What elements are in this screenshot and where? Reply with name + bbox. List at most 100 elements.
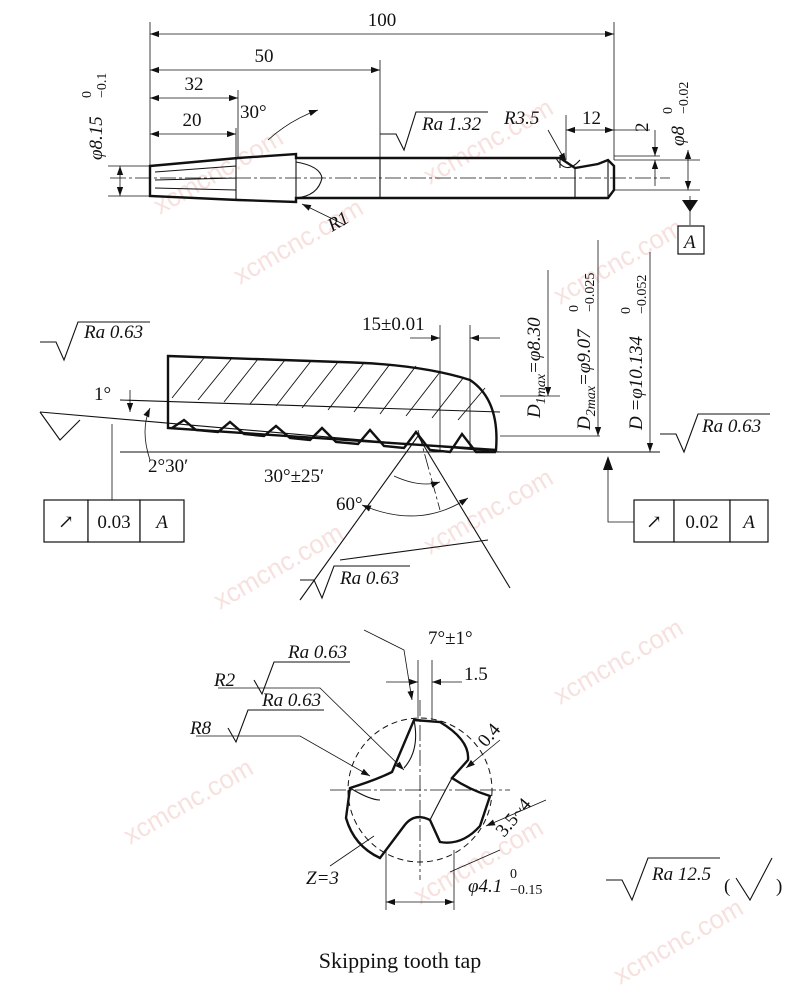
dim-20: 20: [183, 110, 202, 131]
watermark-text: xcmcnc.com: [418, 462, 558, 560]
watermark-text: xcmcnc.com: [608, 892, 748, 990]
teeth-count: Z=3: [306, 868, 339, 889]
dim-angle-7: 7°±1°: [428, 628, 473, 649]
flank-centerline: [417, 429, 441, 511]
leader-r3-5: [547, 129, 567, 163]
radius-r8: R8: [189, 718, 212, 739]
angle-2-30: 2°30′: [148, 456, 188, 477]
leader-r1: [301, 203, 346, 226]
flute-lines: [154, 158, 297, 200]
leader-r2: [218, 687, 405, 771]
watermark-text: xcmcnc.com: [118, 752, 258, 850]
flute-runout: [295, 161, 323, 199]
d-major-tol-up: 0: [619, 307, 634, 314]
angle-1-ref: [119, 399, 501, 413]
paren-close: ): [776, 876, 782, 897]
dim-0-4: 0.4: [474, 719, 506, 751]
d1-sub: 1max: [534, 373, 549, 404]
dim-dia-main-tol-up: 0: [80, 91, 95, 98]
watermark-text: xcmcnc.com: [418, 92, 558, 190]
dim-dia-main-group: φ8.15 0 −0.1: [80, 73, 110, 160]
angle-half: 30°±25′: [264, 466, 324, 487]
flute-inner-curves: [349, 719, 453, 821]
dim-angle-2-30-arc: [143, 407, 151, 461]
leader-r8: [196, 735, 371, 777]
flank-line-left: [299, 435, 419, 601]
dim-dia-shank-tol-up: 0: [661, 107, 676, 114]
section-hatching: [171, 357, 486, 421]
extension-lines: [108, 22, 700, 197]
d-major-tol-low: −0.052: [635, 275, 650, 314]
general-roughness: Ra 12.5 ( ): [606, 857, 782, 902]
fcf-right-leader: [607, 458, 634, 523]
groove-arc: [555, 157, 581, 169]
dim-dia-shank-group: φ8 0 −0.02: [661, 82, 692, 146]
dim-pitch: 15±0.01: [362, 314, 425, 335]
dim-2: 2: [632, 123, 653, 133]
svg-text:D2max=φ9.07: D2max=φ9.07: [574, 328, 599, 431]
dim-core: φ4.1: [468, 876, 502, 897]
leader-core: [449, 849, 501, 873]
fcf-right-datum: A: [741, 512, 755, 533]
angle-60: 60°: [336, 494, 363, 515]
dim-1-5: 1.5: [464, 664, 488, 685]
d2-main: D: [574, 416, 595, 431]
fcf-left: ↗ 0.03 A: [43, 499, 185, 543]
watermark-text: xcmcnc.com: [228, 192, 368, 290]
check-mark-icon: [735, 857, 773, 902]
roughness-right: Ra 0.63: [701, 416, 761, 437]
fcf-right: ↗ 0.02 A: [633, 499, 769, 543]
fcf-right-arrow-icon: [603, 456, 613, 470]
fcf-left-datum: A: [154, 512, 168, 533]
dim-core-tol-up: 0: [510, 867, 517, 882]
fcf-right-value: 0.02: [685, 512, 718, 533]
dim-core-tol-low: −0.15: [510, 883, 542, 898]
roughness-flank: Ra 0.63: [339, 568, 399, 589]
roughness-symbol-taper: [39, 411, 81, 441]
roughness-r8: Ra 0.63: [261, 690, 321, 711]
d2-tol-up: 0: [567, 305, 582, 312]
roughness-symbol-flank: [300, 565, 410, 600]
flank-line-right: [417, 435, 511, 589]
dim-7-leader: [363, 629, 414, 701]
flank-base: [339, 539, 489, 561]
dim-dia-shank: φ8: [668, 125, 689, 146]
roughness-symbol-r2: [253, 661, 350, 696]
fcf-left-value: 0.03: [97, 512, 130, 533]
watermark-text: xcmcnc.com: [548, 612, 688, 710]
dim-12: 12: [582, 108, 601, 129]
roughness-left: Ra 0.63: [83, 322, 143, 343]
runout-icon: ↗: [646, 512, 662, 533]
general-roughness-value: Ra 12.5: [651, 864, 711, 885]
d2-label: D2max=φ9.07 0 −0.025: [567, 273, 599, 431]
angle-1: 1°: [94, 384, 111, 405]
dim-dia-shank-tol-low: −0.02: [677, 82, 692, 114]
dim-arc-30-25: [393, 475, 441, 488]
dim-32: 32: [185, 74, 204, 95]
roughness-symbol-r8: [227, 709, 324, 744]
d-major: D =φ10.134: [626, 335, 647, 431]
taper-ref-line: [39, 411, 501, 453]
watermark-text: xcmcnc.com: [548, 212, 688, 310]
d2-tol-low: −0.025: [583, 273, 598, 312]
thread-detail: ↗ 0.03 A ↗ 0.02 A Ra 0.63 1° 2°30′ 15±0.…: [39, 240, 770, 601]
runout-icon: ↗: [58, 512, 74, 533]
leader-land: [485, 799, 547, 827]
datum-box: [677, 225, 705, 255]
paren-open: (: [724, 876, 730, 897]
roughness-symbol-general: [606, 857, 720, 902]
d1-rest: =φ8.30: [524, 317, 545, 374]
roughness-symbol-shank: [380, 111, 488, 152]
dim-dia-main-tol-low: −0.1: [95, 73, 110, 98]
radius-r2: R2: [213, 670, 236, 691]
datum-triangle-icon: [682, 200, 698, 212]
dim-arc-30: [267, 109, 319, 141]
watermark-text: xcmcnc.com: [208, 517, 348, 615]
tap-body-outline: [148, 152, 616, 204]
d2-rest: =φ9.07: [574, 328, 595, 386]
roughness-symbol-left: [40, 321, 150, 362]
dim-100: 100: [368, 10, 397, 31]
three-flute-profile: [344, 718, 492, 860]
dim-angle-30: 30°: [240, 102, 267, 123]
d1-main: D: [524, 404, 545, 419]
